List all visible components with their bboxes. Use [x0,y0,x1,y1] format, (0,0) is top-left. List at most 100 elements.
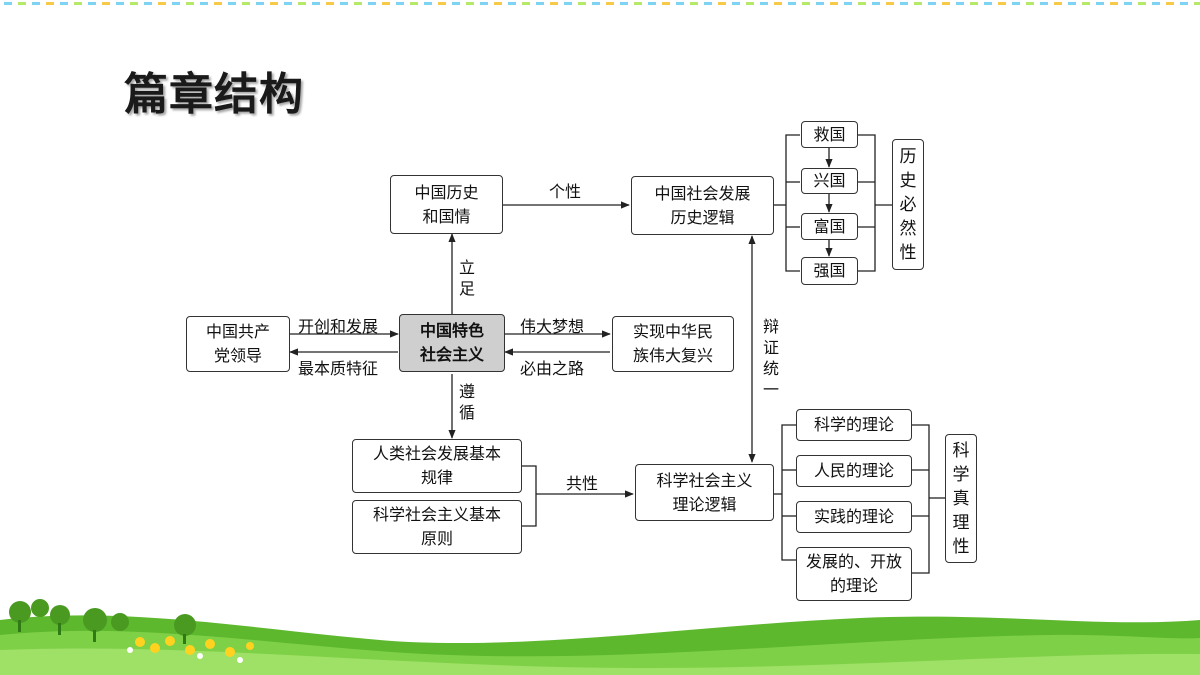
dash-segment [760,2,768,5]
dash-segment [1180,2,1188,5]
dash-segment [242,2,250,5]
label-individuality: 个性 [549,182,582,201]
dash-segment [676,2,684,5]
label-only-path: 必由之路 [520,359,585,378]
dash-segment [1026,2,1034,5]
dash-segment [928,2,936,5]
page-title: 篇章结构 [124,69,304,120]
dash-segment [718,2,726,5]
dash-segment [396,2,404,5]
node-cpc-leadership: 中国共产党领导 [186,316,290,372]
dash-segment [256,2,264,5]
dash-segment [830,2,838,5]
dash-segment [872,2,880,5]
dash-segment [480,2,488,5]
label-basis: 立足 [458,258,475,298]
node-national-rejuvenation: 实现中华民族伟大复兴 [612,316,734,372]
box-text: 实现中华民族伟大复兴 [632,322,713,365]
dash-segment [508,2,516,5]
dash-segment [634,2,642,5]
box-text: 发展的、开放的理论 [805,552,902,595]
box-text: 中国历史和国情 [414,182,479,226]
dash-segment [970,2,978,5]
dash-segment [620,2,628,5]
dash-segment [368,2,376,5]
dash-segment [648,2,656,5]
dash-segment [788,2,796,5]
node-socialism-chinese-characteristics: 中国特色社会主义 [399,314,505,372]
theory-developing-open: 发展的、开放的理论 [796,547,912,601]
label-dialectical-unity: 辩证统一 [762,317,779,399]
top-dash-decoration [4,2,1200,5]
dash-segment [956,2,964,5]
dash-segment [1082,2,1090,5]
dash-segment [816,2,824,5]
label-essential-feature: 最本质特征 [298,359,379,378]
dash-segment [144,2,152,5]
dash-segment [844,2,852,5]
dash-segment [298,2,306,5]
box-text: 科学社会主义基本原则 [372,505,501,548]
dash-segment [228,2,236,5]
dash-segment [1152,2,1160,5]
dash-segment [858,2,866,5]
stage-strengthen-nation: 强国 [801,257,858,285]
dash-segment [32,2,40,5]
stage-save-nation: 救国 [801,121,858,148]
dash-segment [4,2,12,5]
dash-segment [1096,2,1104,5]
theory-people: 人民的理论 [796,455,912,487]
dash-segment [774,2,782,5]
dash-segment [438,2,446,5]
dash-segment [942,2,950,5]
box-text: 中国特色社会主义 [419,321,484,364]
dash-segment [1194,2,1200,5]
box-text: 人类社会发展基本规律 [372,444,501,487]
box-text: 中国社会发展历史逻辑 [654,183,751,227]
stage-enrich-nation: 富国 [801,213,858,240]
history-necessity-box: 历史必然性 [892,139,924,270]
label-great-dream: 伟大梦想 [520,317,585,336]
dash-segment [606,2,614,5]
dash-segment [60,2,68,5]
dash-segment [214,2,222,5]
dash-segment [382,2,390,5]
dash-segment [900,2,908,5]
science-truth-box: 科学真理性 [945,434,977,563]
dash-segment [270,2,278,5]
dash-segment [74,2,82,5]
label-commonality: 共性 [566,474,599,493]
node-history-national-conditions: 中国历史和国情 [390,175,503,234]
theory-practice: 实践的理论 [796,501,912,533]
node-social-development-logic: 中国社会发展历史逻辑 [631,176,774,235]
dash-segment [452,2,460,5]
dash-segment [1012,2,1020,5]
dash-segment [494,2,502,5]
dash-segment [886,2,894,5]
dash-segment [690,2,698,5]
dash-segment [158,2,166,5]
box-text: 科学社会主义理论逻辑 [656,470,753,514]
dash-segment [578,2,586,5]
label-create-develop: 开创和发展 [298,317,379,336]
dash-segment [1138,2,1146,5]
dash-segment [1040,2,1048,5]
dash-segment [186,2,194,5]
dash-segment [424,2,432,5]
dash-segment [354,2,362,5]
dash-segment [130,2,138,5]
stage-revitalize-nation: 兴国 [801,168,858,194]
dash-segment [662,2,670,5]
dash-segment [732,2,740,5]
history-necessity-text: 历史必然性 [899,146,917,263]
dash-segment [998,2,1006,5]
node-theoretical-logic: 科学社会主义理论逻辑 [635,464,774,521]
theory-scientific: 科学的理论 [796,409,912,441]
dash-segment [200,2,208,5]
dash-segment [704,2,712,5]
dash-segment [984,2,992,5]
node-social-development-law: 人类社会发展基本规律 [352,439,522,493]
dash-segment [1110,2,1118,5]
dash-segment [312,2,320,5]
